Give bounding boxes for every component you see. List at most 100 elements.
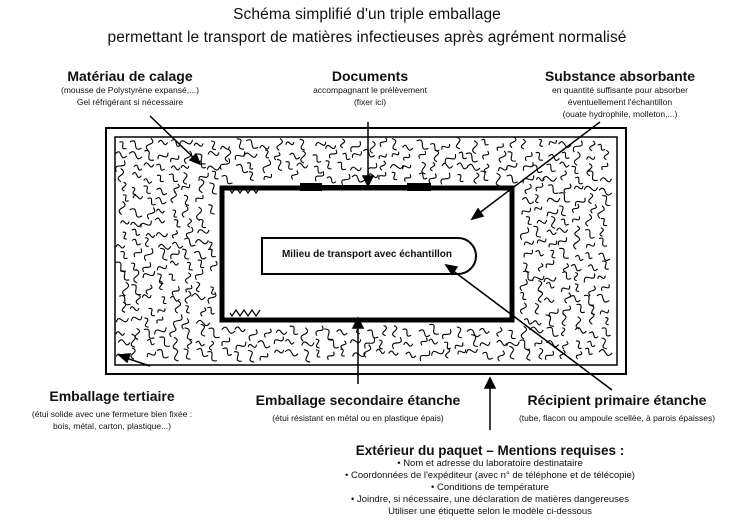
label-secondaire-heading: Emballage secondaire étanche <box>255 392 461 408</box>
squiggle-mark <box>220 145 230 150</box>
squiggle-mark <box>378 172 387 180</box>
squiggle-mark <box>388 350 399 356</box>
squiggle-mark <box>596 293 610 303</box>
squiggle-mark <box>207 291 217 304</box>
label-documents: Documents accompagnant le prélèvement (f… <box>285 68 455 108</box>
squiggle-mark <box>248 349 255 363</box>
squiggle-mark <box>599 177 612 183</box>
squiggle-mark <box>507 151 516 162</box>
squiggle-mark <box>259 352 269 361</box>
squiggle-mark <box>129 208 143 218</box>
squiggle-mark <box>418 329 431 338</box>
squiggle-mark <box>543 277 557 283</box>
squiggle-mark <box>585 213 592 227</box>
squiggle-mark <box>235 341 247 350</box>
squiggle-mark <box>420 337 428 346</box>
squiggle-mark <box>367 329 379 339</box>
squiggle-mark <box>144 150 155 161</box>
squiggle-mark <box>185 305 190 314</box>
squiggle-mark <box>170 165 181 171</box>
squiggle-mark <box>445 347 451 359</box>
squiggle-mark <box>147 197 157 206</box>
squiggle-mark <box>585 252 593 260</box>
squiggle-mark <box>587 264 599 271</box>
squiggle-mark <box>536 238 547 244</box>
squiggle-mark <box>187 218 193 228</box>
squiggle-mark <box>573 151 581 166</box>
arrow-documents-head <box>361 175 375 188</box>
squiggle-mark <box>200 307 207 317</box>
squiggle-mark <box>327 351 335 360</box>
squiggle-mark <box>391 138 397 151</box>
squiggle-mark <box>129 306 140 312</box>
arrow-absorbante <box>477 121 601 215</box>
squiggle-mark <box>173 347 179 362</box>
squiggle-mark <box>364 337 375 349</box>
squiggle-mark <box>559 247 569 259</box>
squiggle-mark <box>536 219 548 224</box>
squiggle-mark <box>324 328 333 341</box>
squiggle-mark <box>429 323 439 335</box>
squiggle-mark <box>170 139 182 147</box>
label-documents-line: (fixer ici) <box>353 97 387 107</box>
squiggle-mark <box>456 162 469 170</box>
label-primaire: Récipient primaire étanche (tube, flacon… <box>500 392 734 424</box>
squiggle-mark <box>170 249 180 259</box>
squiggle-mark <box>119 270 130 281</box>
squiggle-mark <box>584 347 593 355</box>
squiggle-mark <box>546 197 561 203</box>
squiggle-mark <box>564 292 571 304</box>
label-absorbante: Substance absorbante en quantité suffisa… <box>510 68 730 120</box>
squiggle-mark <box>328 149 338 159</box>
squiggle-mark <box>603 149 610 161</box>
squiggle-mark <box>326 176 337 184</box>
squiggle-mark <box>465 152 478 163</box>
squiggle-mark <box>184 237 196 247</box>
squiggle-mark <box>466 329 481 338</box>
squiggle-mark <box>171 241 184 249</box>
squiggle-mark <box>156 174 164 183</box>
squiggle-mark <box>157 139 169 146</box>
squiggle-mark <box>276 138 283 151</box>
squiggle-mark <box>560 170 567 181</box>
arrow-primaire <box>451 269 613 391</box>
squiggle-mark <box>574 176 584 185</box>
label-secondaire: Emballage secondaire étanche (étui résis… <box>228 392 488 424</box>
squiggle-mark <box>574 327 587 334</box>
squiggle-mark <box>538 347 544 360</box>
squiggle-mark <box>574 254 584 261</box>
squiggle-mark <box>418 172 428 180</box>
squiggle-mark <box>481 351 494 360</box>
squiggle-mark <box>526 216 532 225</box>
squiggle-mark <box>154 217 166 224</box>
squiggle-mark <box>558 141 572 148</box>
squiggle-mark <box>122 281 130 297</box>
squiggle-mark <box>379 137 388 147</box>
squiggle-mark <box>211 140 216 151</box>
squiggle-mark <box>274 152 281 161</box>
squiggle-mark <box>351 151 362 158</box>
squiggle-mark <box>506 174 518 184</box>
squiggle-mark <box>506 341 520 347</box>
squiggle-mark <box>402 328 412 337</box>
squiggle-mark <box>131 262 137 271</box>
squiggle-mark <box>118 201 126 216</box>
squiggle-mark <box>402 144 414 151</box>
squiggle-mark <box>482 150 490 160</box>
squiggle-mark <box>285 161 293 170</box>
squiggle-mark <box>184 327 192 341</box>
squiggle-mark <box>274 349 285 354</box>
squiggle-mark <box>562 271 572 280</box>
squiggle-mark <box>576 303 585 314</box>
squiggle-mark <box>156 265 168 271</box>
squiggle-mark <box>586 156 596 160</box>
squiggle-mark <box>144 317 149 328</box>
squiggle-mark <box>131 186 136 195</box>
squiggle-mark <box>574 225 581 237</box>
squiggle-mark <box>117 339 131 346</box>
squiggle-mark <box>457 174 464 183</box>
squiggle-mark <box>336 329 348 336</box>
squiggle-mark <box>146 338 155 346</box>
squiggle-mark <box>546 326 559 337</box>
squiggle-mark <box>598 349 613 356</box>
